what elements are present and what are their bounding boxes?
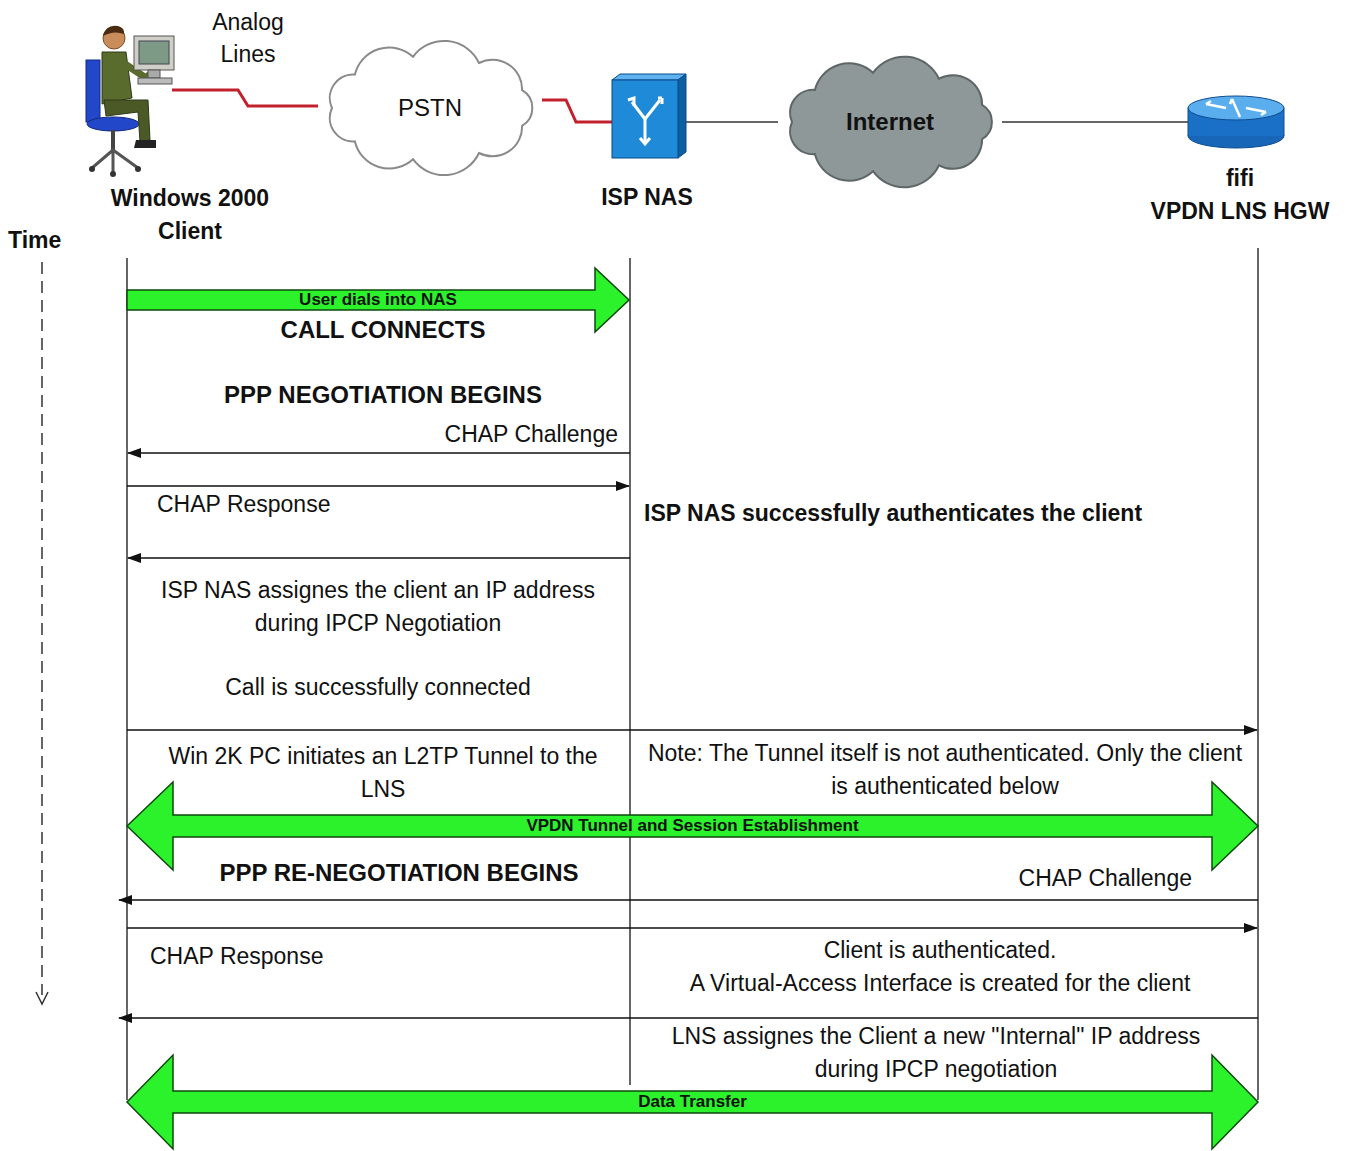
time-axis	[36, 262, 48, 1004]
message-label: CHAP Challenge	[370, 420, 618, 448]
analog-line	[542, 100, 588, 122]
message-label: Win 2K PC initiates an L2TP Tunnel to th…	[143, 740, 623, 806]
green-double-arrow: VPDN Tunnel and Session Establishment	[127, 782, 1258, 870]
network-link	[706, 121, 778, 123]
phase-heading: PPP NEGOTIATION BEGINS	[183, 380, 583, 410]
status-note: ISP NAS successfully authenticates the c…	[644, 498, 1258, 528]
lns-node: fifiVPDN LNS HGW	[1125, 88, 1355, 228]
axis-label: Time	[8, 226, 88, 254]
analog-line	[290, 105, 318, 108]
nas-icon	[588, 74, 706, 158]
arrow-label: VPDN Tunnel and Session Establishment	[526, 816, 858, 836]
network-link	[1002, 121, 1125, 123]
green-double-arrow: Data Transfer	[127, 1055, 1258, 1149]
arrow-label: Data Transfer	[638, 1092, 747, 1112]
message-label: CHAP Response	[157, 490, 457, 518]
device-name: fifi	[1226, 162, 1254, 195]
cloud-shape	[330, 41, 533, 175]
cloud-label: Internet	[846, 108, 934, 136]
arrow-label: User dials into NAS	[299, 290, 457, 310]
status-note: Client is authenticated.	[640, 934, 1240, 967]
phase-heading: PPP RE-NEGOTIATION BEGINS	[194, 858, 604, 888]
device-name: VPDN LNS HGW	[1151, 195, 1330, 228]
arrow-shape	[127, 782, 1258, 870]
phase-heading: CALL CONNECTS	[183, 315, 583, 345]
pstn-cloud: PSTN	[318, 42, 542, 174]
internet-cloud: Internet	[778, 58, 1002, 186]
device-name: ISP NAS	[601, 182, 693, 212]
message-label: LNS assignes the Client a new "Internal"…	[662, 1020, 1210, 1086]
lifelines	[127, 248, 1258, 1100]
note-text: Note: The Tunnel itself is not authentic…	[645, 737, 1245, 803]
message-label: CHAP Response	[150, 942, 450, 970]
message-arrows	[119, 453, 1258, 1018]
cloud-shape	[790, 57, 992, 188]
router-icon	[1125, 96, 1284, 148]
nas-node: ISP NAS	[588, 72, 706, 212]
arrow-shape	[127, 1055, 1258, 1149]
client-name: Windows 2000 Client	[90, 182, 290, 248]
status-note: A Virtual-Access Interface is created fo…	[640, 967, 1240, 1000]
cloud-label: PSTN	[398, 94, 462, 122]
line-label: Analog Lines	[196, 6, 300, 70]
message-label: ISP NAS assignes the client an IP addres…	[158, 574, 598, 640]
message-label: Call is successfully connected	[158, 672, 598, 702]
message-label: CHAP Challenge	[940, 864, 1192, 892]
